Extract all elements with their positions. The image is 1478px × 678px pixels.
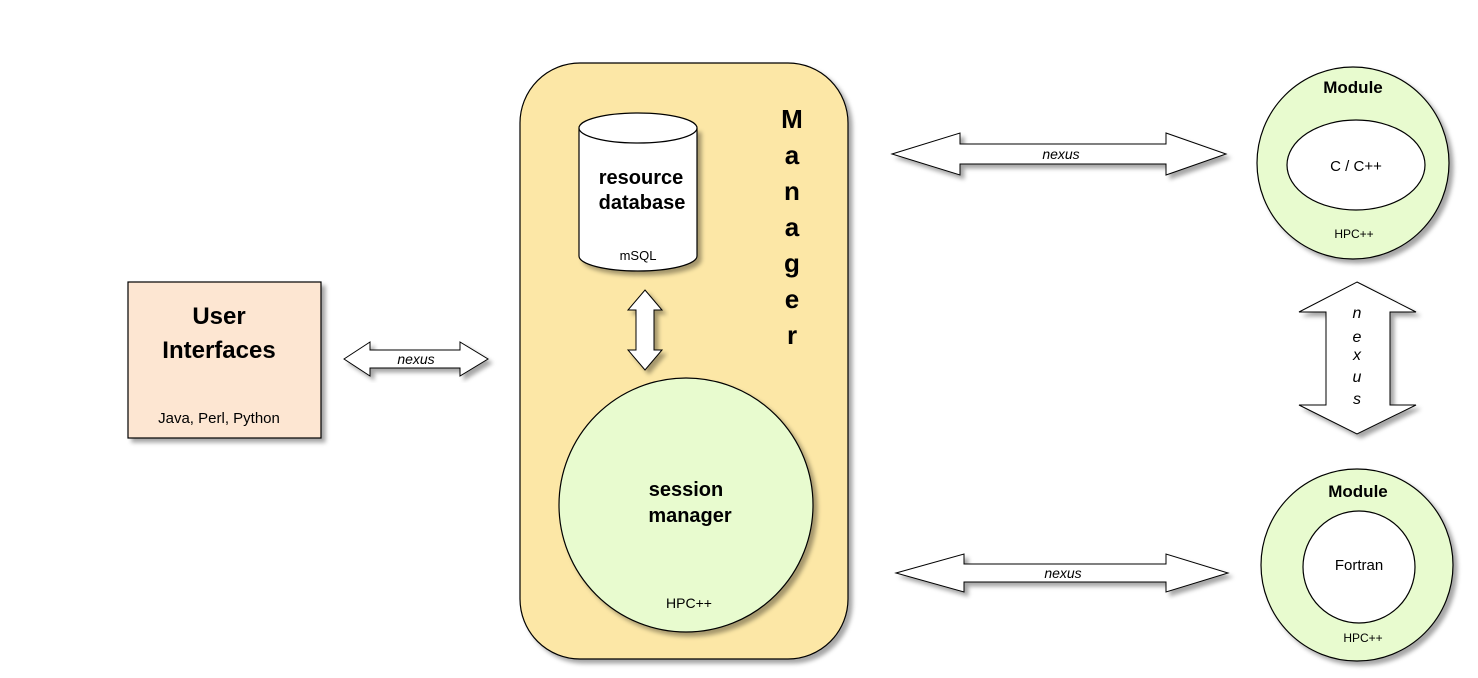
module-module-arrow [1298, 281, 1417, 435]
session-manager: session manager HPC++ [558, 377, 814, 633]
module-cpp-title: Module [1323, 78, 1383, 97]
ui-manager-label: nexus [397, 351, 434, 367]
manager-module-fortran-arrow [894, 553, 1230, 593]
database-title-line2: database [599, 192, 686, 214]
session-manager-runtime: HPC++ [666, 595, 712, 611]
manager-letter-4: a [785, 212, 800, 242]
user-interfaces-title-line2: Interfaces [162, 337, 275, 364]
resource-database: resource database mSQL [578, 112, 698, 272]
module-fortran-language: Fortran [1335, 557, 1383, 574]
manager-letter-6: e [785, 284, 799, 314]
module-cpp-inner-ellipse [1286, 119, 1426, 211]
module-fortran: Module Fortran HPC++ [1260, 468, 1454, 662]
database-cylinder-body [578, 128, 698, 272]
database-engine: mSQL [620, 248, 657, 263]
manager-module-cpp-arrow [890, 132, 1228, 176]
module-cpp-language: C / C++ [1330, 158, 1382, 175]
user-interfaces-box: User Interfaces Java, Perl, Python [127, 281, 322, 439]
manager-letter-5: g [784, 248, 800, 278]
manager-letter-1: M [781, 104, 803, 134]
session-manager-title-line2: manager [648, 505, 732, 527]
manager-vertical-title: M a n a g e r [781, 104, 803, 350]
session-manager-circle [558, 377, 814, 633]
user-interfaces-rect [127, 281, 322, 439]
manager-module-cpp-link: nexus [890, 132, 1228, 176]
session-manager-title-line1: session [649, 479, 723, 501]
module-module-link: n e x u s [1298, 281, 1417, 435]
module-module-letter-4: u [1353, 369, 1362, 386]
module-fortran-title: Module [1328, 482, 1388, 501]
manager-container: M a n a g e r resource database mSQL ses… [519, 62, 849, 660]
manager-module-fortran-link: nexus [894, 553, 1230, 593]
module-module-letter-3: x [1352, 347, 1362, 364]
manager-letter-3: n [784, 176, 800, 206]
module-module-letter-5: s [1353, 391, 1361, 408]
manager-module-fortran-label: nexus [1044, 565, 1081, 581]
module-fortran-inner-circle [1302, 510, 1416, 624]
manager-letter-7: r [787, 320, 797, 350]
manager-module-cpp-label: nexus [1042, 146, 1079, 162]
database-cylinder-top [578, 112, 698, 144]
user-interfaces-languages: Java, Perl, Python [158, 410, 280, 427]
ui-manager-link: nexus [343, 341, 489, 377]
module-cpp-runtime: HPC++ [1334, 227, 1373, 241]
ui-manager-arrow [343, 341, 489, 377]
db-session-arrow [626, 289, 664, 371]
module-fortran-runtime: HPC++ [1343, 631, 1382, 645]
module-module-letter-1: n [1353, 305, 1362, 322]
module-cpp: Module C / C++ HPC++ [1256, 66, 1450, 260]
manager-letter-2: a [785, 140, 800, 170]
user-interfaces-title-line1: User [192, 303, 245, 330]
module-module-letter-2: e [1353, 329, 1362, 346]
database-title-line1: resource [599, 167, 684, 189]
